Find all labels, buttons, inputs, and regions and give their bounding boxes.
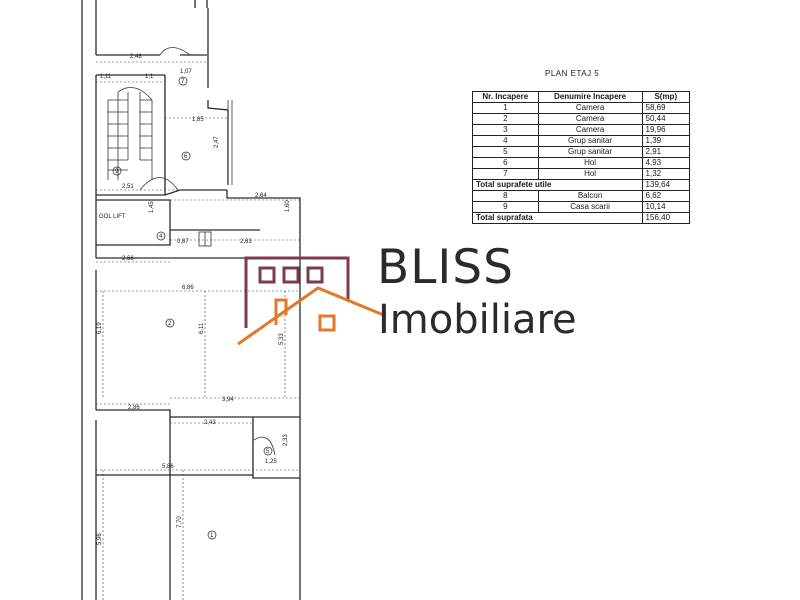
dim-label: 5,96 — [97, 533, 103, 545]
dimension-labels: 2,48 1,11 1,1 1,07 1,85 2,47 2,51 2,64 1… — [97, 54, 291, 545]
dim-label: 2,51 — [122, 184, 134, 190]
dim-label: 2,48 — [130, 54, 142, 60]
room-number: 4 — [159, 234, 163, 240]
dim-label: 5,33 — [279, 333, 285, 345]
dim-label: 3,94 — [222, 397, 234, 403]
stair — [107, 87, 153, 180]
dim-label: 1,11 — [100, 74, 112, 80]
dim-label: 6,86 — [182, 285, 194, 291]
room-number: 7 — [181, 79, 185, 85]
room-number: 6 — [184, 154, 188, 160]
room-markers: 9 6 7 4 2 5 1 — [112, 76, 273, 540]
brand-name: BLISS — [377, 240, 514, 295]
dim-label: 2,86 — [128, 405, 140, 411]
dim-label: 2,43 — [204, 420, 216, 426]
dim-label: 7,70 — [177, 516, 183, 528]
dim-label: 0,87 — [177, 239, 189, 245]
col-header: Nr. Incapere — [472, 91, 539, 103]
room-number: 2 — [168, 321, 172, 327]
brand-logo-icon — [237, 256, 387, 346]
room-number: 1 — [210, 533, 214, 539]
dim-label: 2,66 — [122, 256, 134, 262]
dim-label: 1,60 — [285, 200, 291, 212]
dim-label: 5,86 — [162, 464, 174, 470]
dim-label: 1,25 — [265, 459, 277, 465]
col-header: Denumire Incapere — [537, 91, 643, 103]
col-header: S(mp) — [641, 91, 691, 103]
dim-label: 2,47 — [214, 136, 220, 148]
dim-label: 1,45 — [149, 201, 155, 213]
dim-label: 1,85 — [192, 117, 204, 123]
dimension-lines — [96, 61, 300, 600]
plan-title: PLAN ETAJ 5 — [545, 69, 600, 78]
dim-label: 2,64 — [255, 193, 267, 199]
dim-label: 2,33 — [283, 434, 289, 446]
room-number: 9 — [115, 169, 119, 175]
brand-tagline: Imobiliare — [378, 297, 577, 343]
dim-label: 2,63 — [240, 239, 252, 245]
room-number: 5 — [266, 449, 270, 455]
door-arcs — [139, 47, 276, 456]
plan-walls — [81, 0, 301, 600]
dim-label: 6,11 — [199, 322, 205, 334]
dim-label: 1,1 — [145, 74, 154, 80]
dim-label: 1,07 — [180, 69, 192, 75]
gol-lift-label: GOL LIFT — [99, 214, 126, 220]
dim-label: 6,19 — [97, 322, 103, 334]
